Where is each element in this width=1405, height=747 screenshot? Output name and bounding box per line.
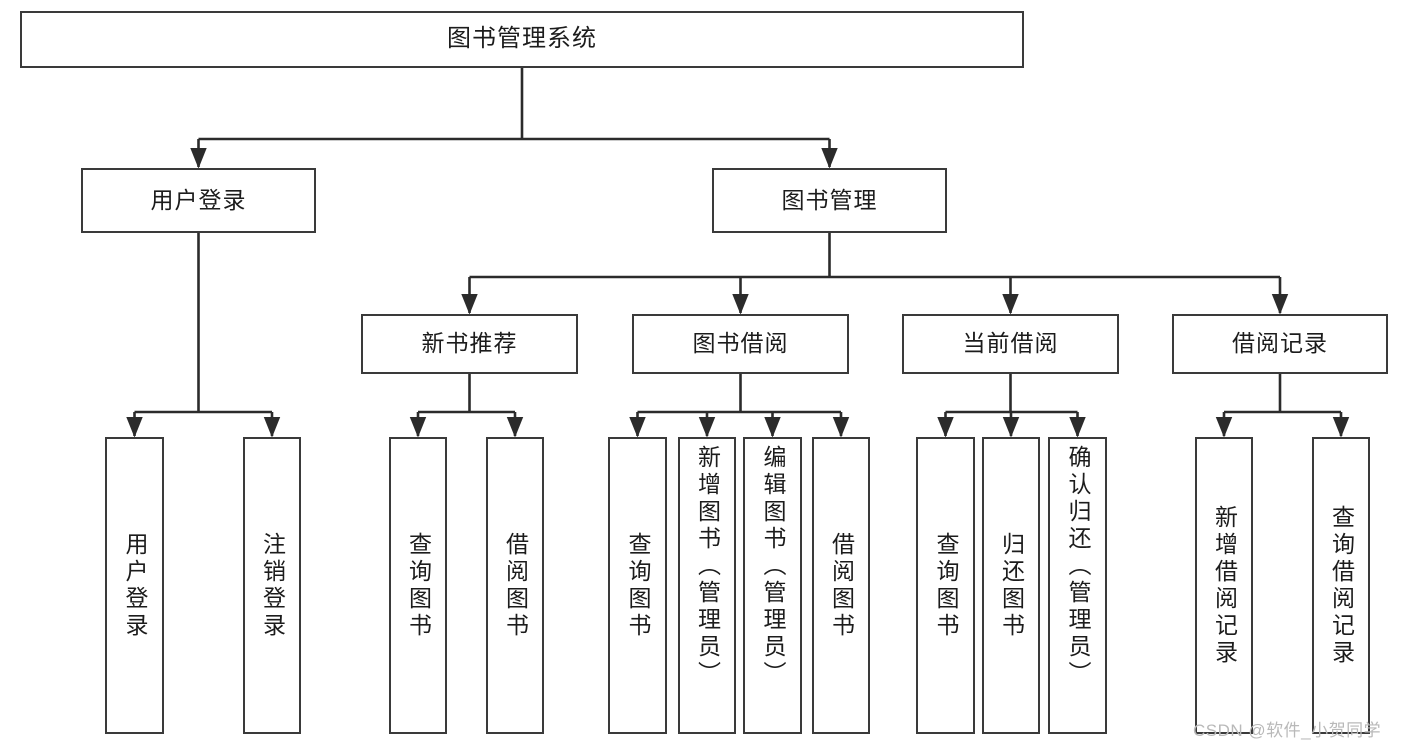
node-leaf-confirm-return-admin[interactable]: 确认归还（管理员） [1048, 437, 1107, 734]
node-label: 确认归还（管理员） [1065, 445, 1091, 688]
node-leaf-return-book[interactable]: 归还图书 [982, 437, 1040, 734]
node-label: 用户登录 [150, 186, 247, 213]
node-label: 图书管理系统 [447, 25, 597, 53]
node-label: 当前借阅 [962, 330, 1059, 357]
node-borrow-record[interactable]: 借阅记录 [1172, 314, 1388, 374]
node-label: 新增借阅记录 [1211, 504, 1238, 667]
node-root[interactable]: 图书管理系统 [20, 11, 1024, 68]
node-user-login[interactable]: 用户登录 [81, 168, 316, 233]
node-label: 借阅图书 [828, 531, 855, 640]
node-label: 新增图书（管理员） [694, 445, 721, 688]
node-leaf-query-book-2[interactable]: 查询图书 [608, 437, 667, 734]
node-label: 新书推荐 [421, 330, 518, 357]
node-label: 图书管理 [781, 186, 878, 213]
csdn-watermark: CSDN @软件_小贺同学 [1193, 721, 1382, 740]
node-label: 借阅记录 [1232, 330, 1328, 357]
node-leaf-borrow-book-1[interactable]: 借阅图书 [486, 437, 544, 734]
node-current-borrow[interactable]: 当前借阅 [902, 314, 1119, 374]
node-leaf-query-book-3[interactable]: 查询图书 [916, 437, 975, 734]
node-leaf-edit-book-admin[interactable]: 编辑图书（管理员） [743, 437, 802, 734]
node-label: 查询借阅记录 [1328, 504, 1355, 667]
edge-group [126, 68, 1350, 438]
node-new-book-recommend[interactable]: 新书推荐 [361, 314, 578, 374]
node-leaf-query-book-1[interactable]: 查询图书 [389, 437, 447, 734]
node-leaf-logout-login[interactable]: 注销登录 [243, 437, 301, 734]
node-label: 归还图书 [998, 531, 1025, 640]
node-leaf-borrow-book-2[interactable]: 借阅图书 [812, 437, 870, 734]
node-label: 编辑图书（管理员） [760, 445, 786, 688]
node-label: 查询图书 [933, 531, 959, 640]
node-label: 借阅图书 [502, 531, 529, 640]
node-label: 查询图书 [405, 531, 432, 640]
node-book-borrow[interactable]: 图书借阅 [632, 314, 849, 374]
node-book-manage[interactable]: 图书管理 [712, 168, 947, 233]
node-label: 查询图书 [625, 531, 651, 640]
node-label: 图书借阅 [692, 330, 789, 357]
node-label: 注销登录 [259, 531, 286, 640]
node-leaf-add-book-admin[interactable]: 新增图书（管理员） [678, 437, 736, 734]
node-leaf-user-login[interactable]: 用户登录 [105, 437, 164, 734]
node-leaf-add-borrow-record[interactable]: 新增借阅记录 [1195, 437, 1253, 734]
node-leaf-query-borrow-record[interactable]: 查询借阅记录 [1312, 437, 1370, 734]
node-label: 用户登录 [122, 531, 148, 640]
